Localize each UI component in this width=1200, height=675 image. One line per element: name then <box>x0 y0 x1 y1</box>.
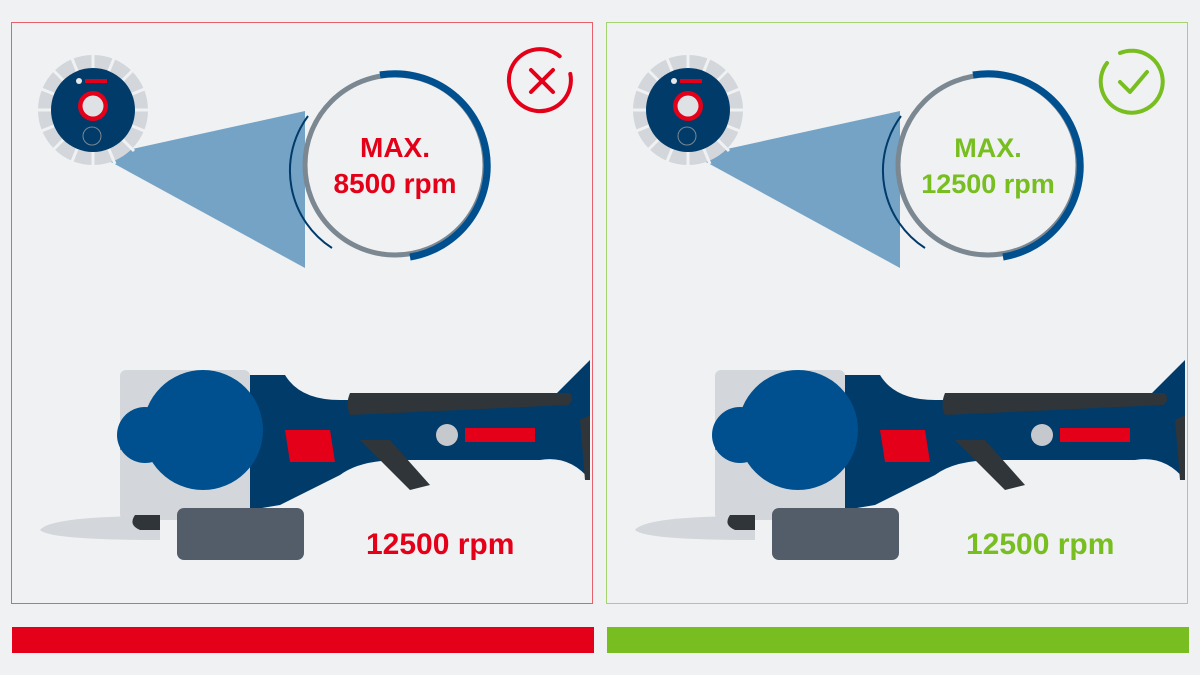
check-circle-icon <box>1098 48 1165 115</box>
correct-status-bar <box>607 627 1189 653</box>
correct-panel <box>606 22 1188 604</box>
max-label-line1: MAX. <box>954 133 1022 163</box>
incorrect-panel <box>11 22 593 604</box>
correct-tool-speed: 12500 rpm <box>966 528 1115 561</box>
correct-disc-illustration <box>628 50 1084 268</box>
incorrect-tool-speed: 12500 rpm <box>366 528 515 561</box>
incorrect-max-label: MAX. 8500 rpm <box>305 130 485 202</box>
max-label-line2: 8500 rpm <box>333 168 457 199</box>
max-label-line1: MAX. <box>360 132 430 163</box>
max-label-line2: 12500 rpm <box>921 169 1055 199</box>
correct-max-label: MAX. 12500 rpm <box>898 130 1078 202</box>
incorrect-status-bar <box>12 627 594 653</box>
x-circle-icon <box>506 47 573 114</box>
incorrect-disc-illustration <box>33 50 491 268</box>
